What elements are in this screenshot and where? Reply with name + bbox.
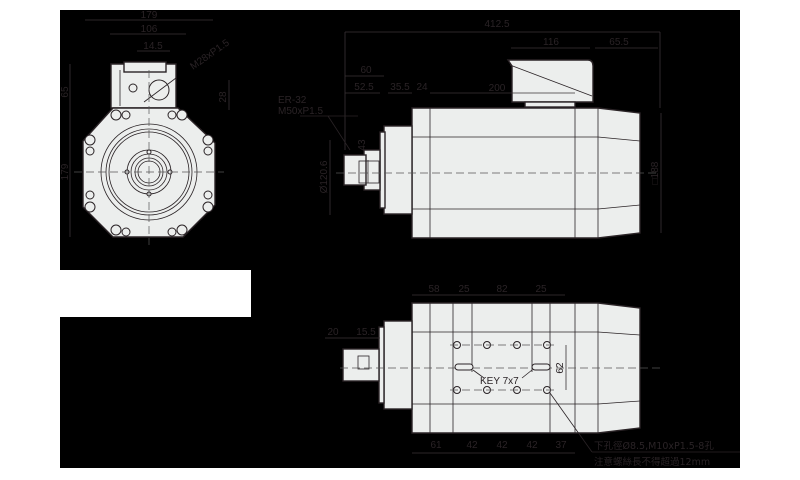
- terminal-box-side: [506, 59, 594, 103]
- terminal-box-lid: [123, 61, 167, 73]
- dim-bottom-61: 61: [430, 440, 442, 451]
- hole-spec-note: 下孔徑Ø8.5,M10xP1.5-8孔: [594, 440, 714, 452]
- front-view: [69, 19, 230, 245]
- front-flange: [383, 125, 413, 215]
- dim-bottom-42b: 42: [496, 440, 508, 451]
- dim-collet-diameter: 43: [357, 139, 368, 151]
- dim-nose-15-5: 15.5: [356, 327, 376, 338]
- dim-flange-35-5: 35.5: [390, 82, 410, 93]
- dim-square-section: □188: [650, 161, 661, 184]
- dim-box-position: 200: [489, 83, 506, 94]
- dim-box-inner: 14.5: [143, 41, 163, 52]
- dim-bottom-25b: 25: [535, 284, 547, 295]
- dim-overall-length: 412.5: [484, 19, 509, 30]
- collet-thread-label: M50xP1.5: [278, 106, 323, 117]
- cable-gland-icon: [148, 79, 170, 101]
- collet-nut: [343, 154, 367, 186]
- dim-nose-20: 20: [327, 327, 339, 338]
- dim-nose-60: 60: [360, 65, 372, 76]
- key-label: KEY 7x7: [480, 376, 519, 387]
- key-slot-left-icon: [454, 363, 474, 371]
- mounting-holes-icon: [450, 341, 555, 394]
- dim-overall-height: 179: [60, 163, 71, 180]
- mount-holes-icon: [84, 109, 214, 237]
- dim-cable-gland: M28xP1.5: [188, 37, 232, 72]
- dim-bottom-25a: 25: [458, 284, 470, 295]
- key-slot-right-icon: [531, 363, 551, 371]
- dim-nose-52-5: 52.5: [354, 82, 374, 93]
- dim-terminal-box-length: 116: [543, 37, 559, 48]
- dim-flange-24: 24: [416, 82, 428, 93]
- side-view: [300, 31, 662, 239]
- dim-box-height: 65: [60, 86, 71, 98]
- dim-flange-diameter: Ø120.6: [319, 160, 330, 193]
- dim-bottom-37: 37: [555, 440, 567, 451]
- dim-bottom-42a: 42: [466, 440, 478, 451]
- blank-panel: [60, 270, 251, 317]
- dim-hole-spacing: 62: [555, 362, 566, 374]
- dim-bottom-58: 58: [428, 284, 440, 295]
- screw-length-note: 注意螺絲長不得超過12mm: [594, 456, 710, 468]
- gland-hole-small-icon: [128, 83, 138, 93]
- collet-type-label: ER-32: [278, 95, 307, 106]
- dim-box-width: 106: [141, 24, 158, 35]
- dim-bottom-42c: 42: [526, 440, 538, 451]
- dim-overall-width: 179: [141, 10, 158, 21]
- dim-bottom-82: 82: [496, 284, 508, 295]
- spindle-nose-bottom: [342, 348, 380, 382]
- bottom-view: [325, 294, 740, 454]
- dim-rear-length: 65.5: [609, 37, 629, 48]
- dim-box-depth: 28: [218, 91, 229, 103]
